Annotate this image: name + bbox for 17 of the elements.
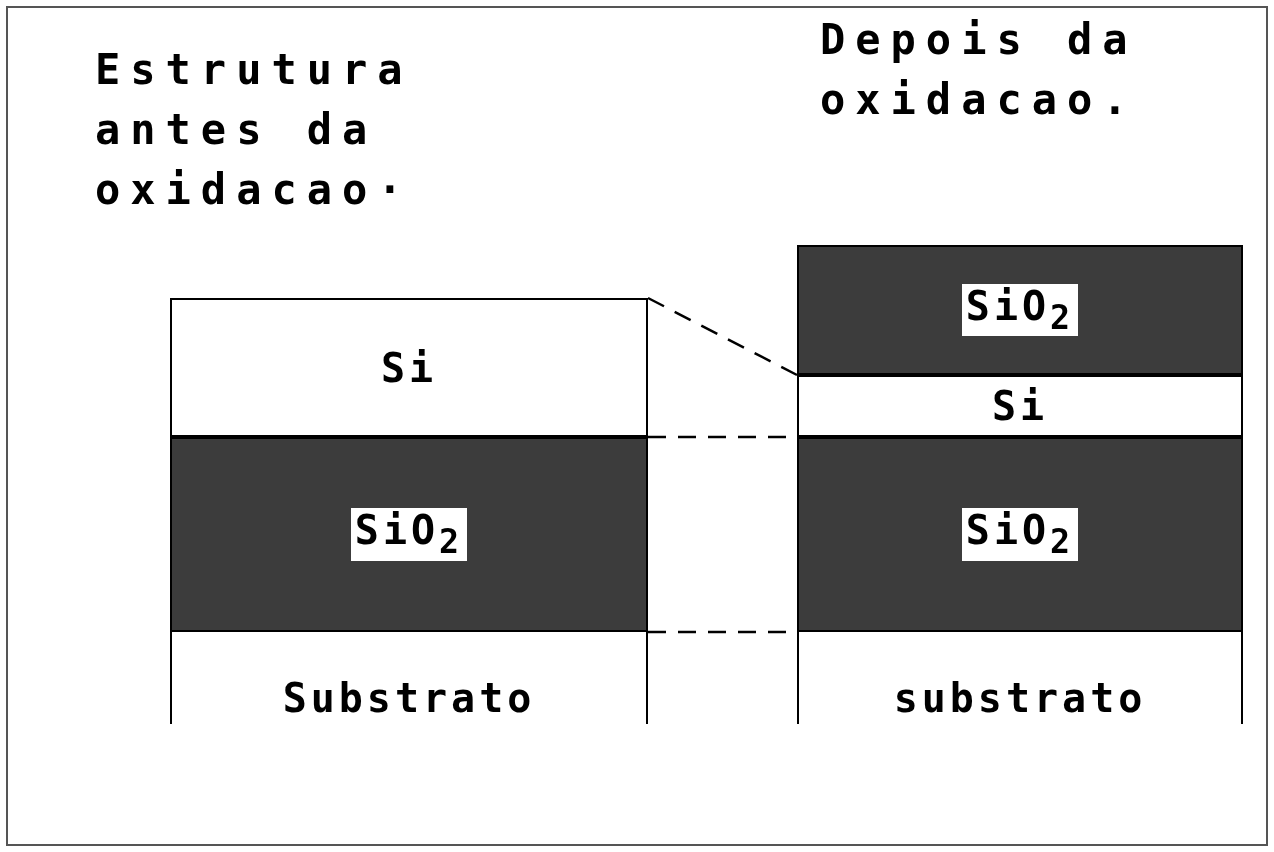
oxide-layer — [797, 245, 1243, 375]
layer-label: Si — [379, 345, 439, 390]
substrate-layer — [170, 632, 648, 724]
substrate-layer — [797, 632, 1243, 724]
layer-label: SiO$_{2}$ — [350, 508, 468, 561]
stack-heading: Depois da oxidacao. — [820, 14, 1139, 126]
layer-label: SiO$_{2}$ — [961, 508, 1079, 561]
silicon-layer — [170, 298, 648, 437]
oxide-layer — [797, 437, 1243, 632]
stack-heading: Estrutura antes da oxidacao· — [95, 44, 414, 216]
oxide-layer — [170, 437, 648, 632]
layer-label: Substrato — [281, 676, 537, 720]
layer-label: Si — [990, 384, 1050, 428]
silicon-layer — [797, 375, 1243, 437]
layer-label: SiO$_{2}$ — [961, 283, 1079, 337]
dashed-guide-line — [647, 296, 798, 377]
layer-label: substrato — [892, 676, 1148, 720]
